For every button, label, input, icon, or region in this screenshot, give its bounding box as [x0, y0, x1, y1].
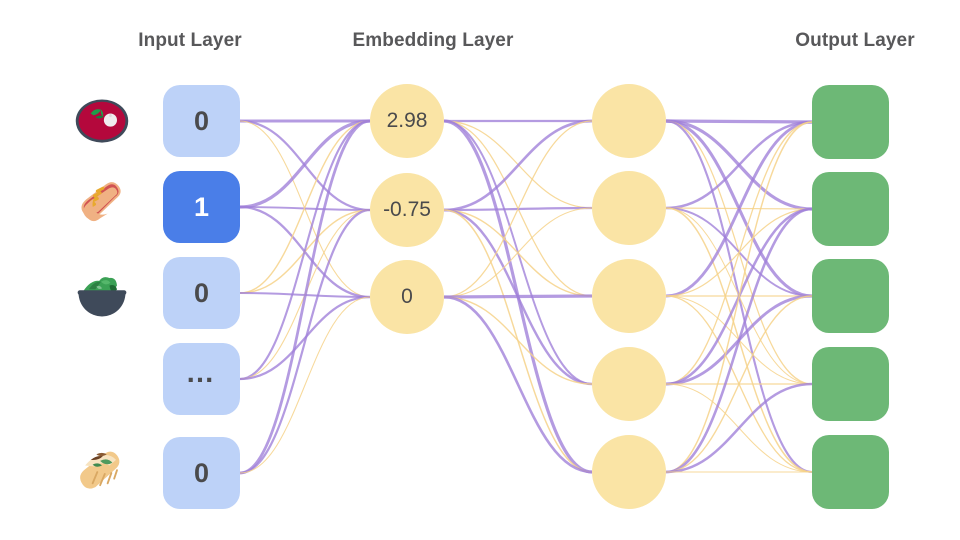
edge [665, 207, 813, 474]
hotdog-icon [81, 182, 121, 222]
hidden-node-3[interactable] [592, 347, 666, 421]
edge [665, 120, 813, 210]
edge [443, 294, 593, 299]
burrito-icon [80, 451, 120, 489]
input-layer-title: Input Layer [138, 30, 242, 51]
edge [665, 295, 813, 473]
input-node-1[interactable]: 1 [163, 171, 240, 243]
input-node-2[interactable]: 0 [163, 257, 240, 329]
salad-icon [77, 277, 127, 317]
output-node-0[interactable] [812, 85, 889, 159]
output-layer-title: Output Layer [795, 30, 915, 51]
edge [239, 119, 371, 475]
input-node-3[interactable]: … [163, 343, 240, 415]
edge [665, 121, 813, 385]
embedding-layer-title: Embedding Layer [352, 30, 514, 51]
embedding-node-1[interactable]: -0.75 [370, 173, 444, 247]
input-node-0[interactable]: 0 [163, 85, 240, 157]
meat-bowl-icon [75, 99, 129, 143]
edge [239, 119, 371, 381]
input-node-4[interactable]: 0 [163, 437, 240, 509]
output-node-4[interactable] [812, 435, 889, 509]
edge [443, 207, 593, 298]
output-node-2[interactable] [812, 259, 889, 333]
edge [443, 120, 593, 298]
embedding-node-0[interactable]: 2.98 [370, 84, 444, 158]
edge [665, 121, 813, 473]
edge [239, 296, 371, 474]
hidden-node-2[interactable] [592, 259, 666, 333]
edge [443, 295, 593, 474]
edge [239, 208, 371, 475]
hidden-node-0[interactable] [592, 84, 666, 158]
edge [665, 119, 813, 124]
embedding-node-2[interactable]: 0 [370, 260, 444, 334]
edge [443, 296, 593, 385]
hidden-node-1[interactable] [592, 171, 666, 245]
edge [443, 119, 593, 212]
output-node-1[interactable] [812, 172, 889, 246]
edge [239, 119, 371, 209]
edge [239, 120, 371, 294]
hidden-node-4[interactable] [592, 435, 666, 509]
edge [665, 382, 813, 474]
output-node-3[interactable] [812, 347, 889, 421]
edge [665, 120, 813, 298]
